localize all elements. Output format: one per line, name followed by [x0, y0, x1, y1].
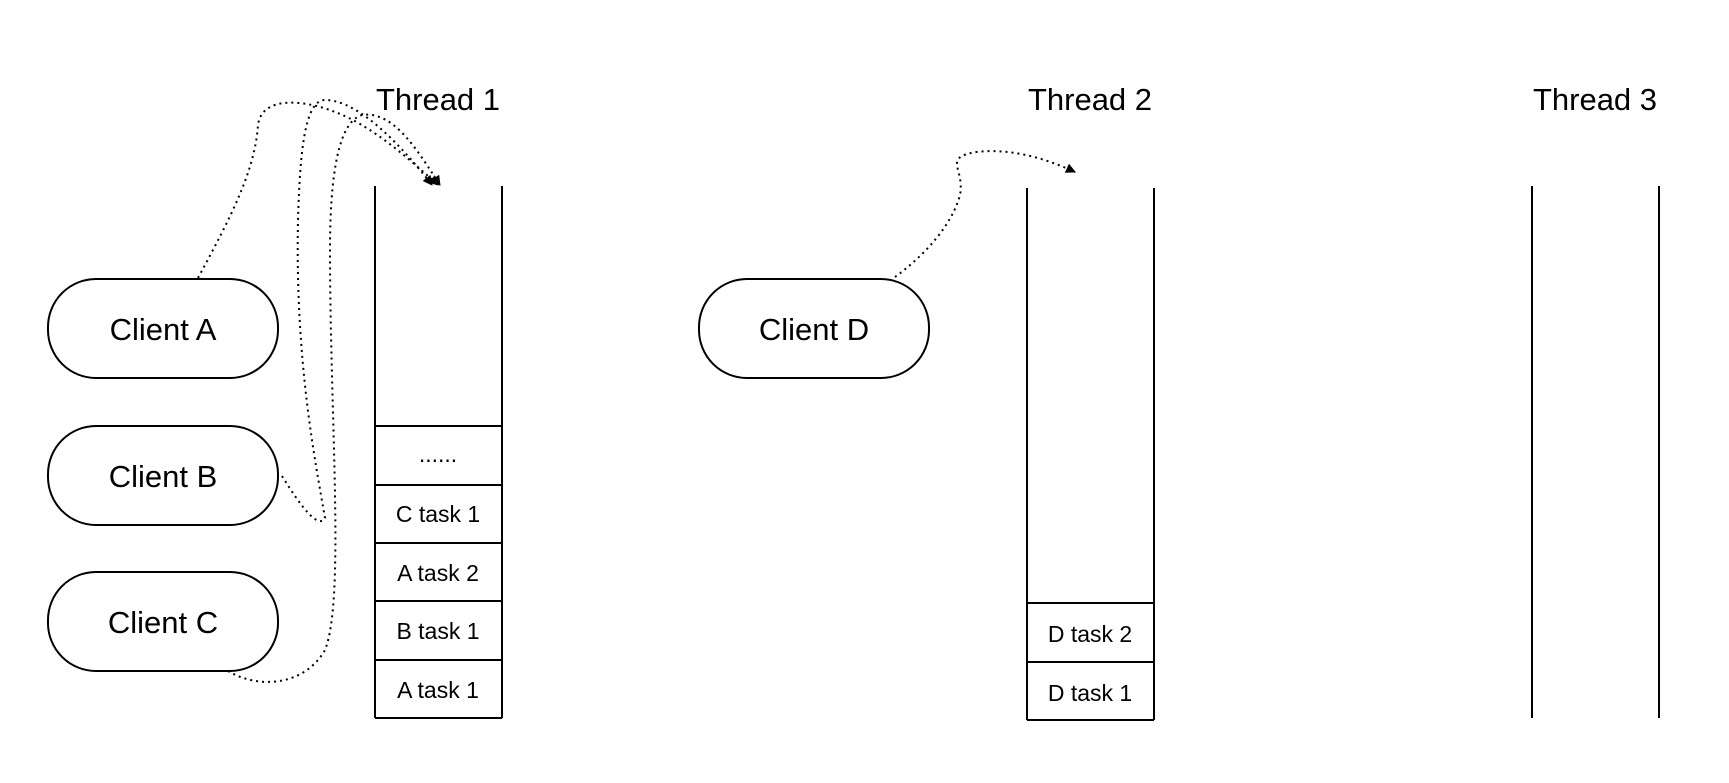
thread-2-queue: D task 2 D task 1 [1026, 188, 1155, 721]
thread-3-title: Thread 3 [1533, 82, 1657, 117]
thread-1-task-a-1: A task 1 [397, 677, 479, 703]
thread-1-task-ellipsis: ...... [419, 441, 457, 467]
thread-1-task-a-2: A task 2 [397, 560, 479, 586]
thread-1-task-c-1: C task 1 [396, 501, 480, 527]
client-c: Client C [47, 571, 279, 672]
thread-3-queue [1531, 186, 1660, 718]
client-a: Client A [47, 278, 279, 379]
client-d-label: Client D [759, 312, 869, 347]
client-b: Client B [47, 425, 279, 526]
thread-2-task-d-2: D task 2 [1048, 621, 1132, 647]
client-c-label: Client C [108, 605, 218, 640]
client-c-to-thread-1-arrow [227, 113, 441, 683]
thread-2-task-d-1: D task 1 [1048, 680, 1132, 706]
client-a-label: Client A [110, 312, 217, 347]
thread-1-title: Thread 1 [376, 82, 500, 117]
thread-2-title: Thread 2 [1028, 82, 1152, 117]
thread-1-task-b-1: B task 1 [396, 618, 479, 644]
client-d: Client D [698, 278, 930, 379]
client-a-to-thread-1-arrow [197, 101, 439, 279]
client-b-label: Client B [109, 459, 218, 494]
thread-1-queue: ...... C task 1 A task 2 B task 1 A task… [374, 186, 503, 719]
client-b-to-thread-1-arrow [281, 98, 433, 522]
client-d-to-thread-2-arrow [894, 150, 1076, 278]
